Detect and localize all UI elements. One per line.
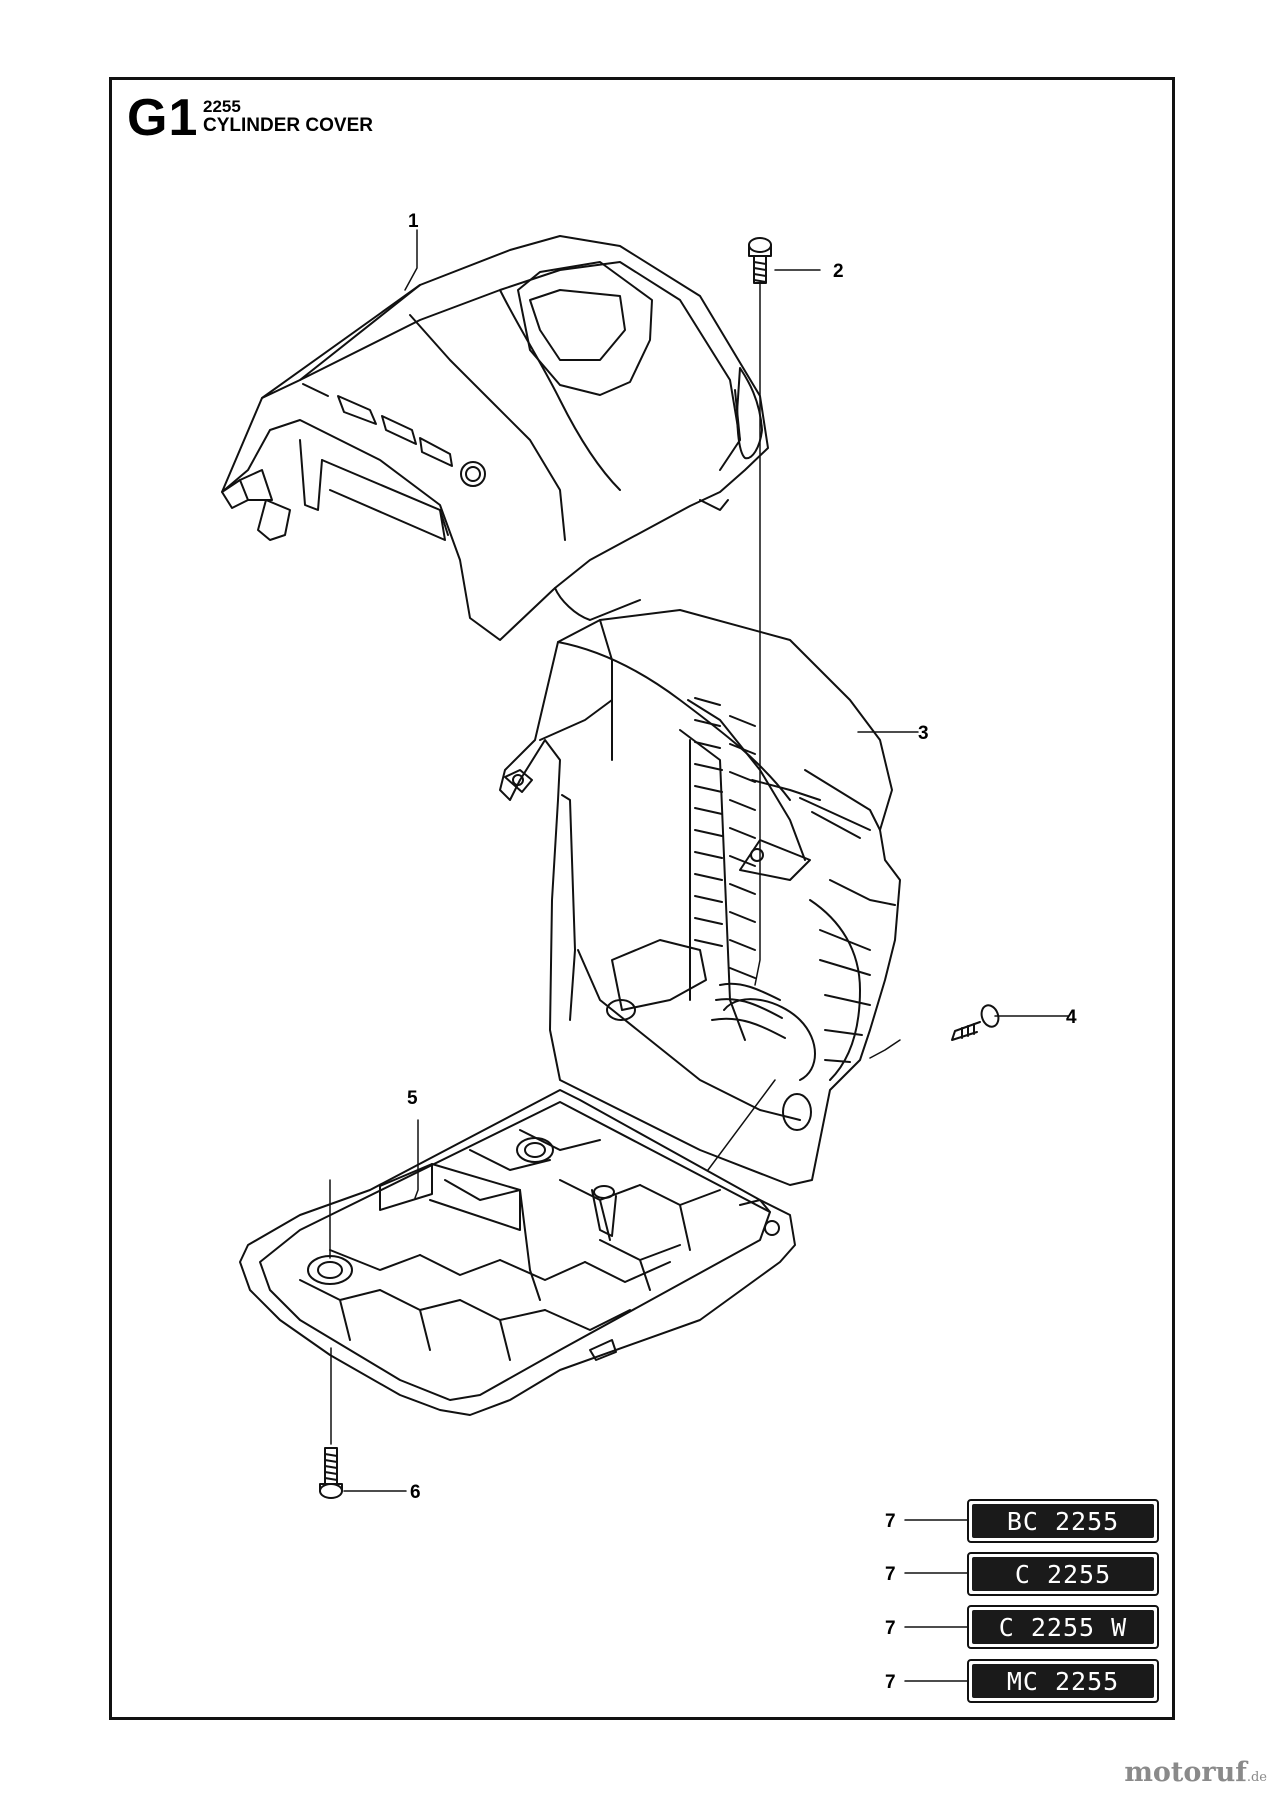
callout-4: 4 <box>1066 1007 1077 1028</box>
callout-6: 6 <box>410 1482 421 1503</box>
decal-text-c: C 2255 <box>1015 1560 1111 1589</box>
part-4-screw[interactable] <box>951 1003 1001 1041</box>
diagram-title: CYLINDER COVER <box>203 115 373 136</box>
callout-3: 3 <box>918 723 929 744</box>
decal-text-mc: MC 2255 <box>1007 1667 1119 1696</box>
callout-7d: 7 <box>885 1672 896 1693</box>
part-6-screw[interactable] <box>319 1447 343 1499</box>
part-5-bottom-cover[interactable] <box>239 1089 796 1416</box>
callout-7a: 7 <box>885 1511 896 1532</box>
diagram-frame <box>109 77 1175 1720</box>
callout-2: 2 <box>833 261 844 282</box>
leader-lines <box>329 229 1069 1682</box>
callout-numbers: 1 2 3 4 5 6 7 7 7 7 <box>407 211 1077 1693</box>
decal-c: C 2255 <box>967 1552 1159 1596</box>
callout-5: 5 <box>407 1088 418 1109</box>
watermark-logo: motoruf.de <box>1124 1757 1267 1788</box>
decal-mc: MC 2255 <box>967 1659 1159 1703</box>
decal-cw: C 2255 W <box>967 1605 1159 1649</box>
watermark-text: motoruf <box>1124 1757 1247 1788</box>
model-number: 2255 <box>203 97 241 116</box>
callout-7c: 7 <box>885 1618 896 1639</box>
decal-bc: BC 2255 <box>967 1499 1159 1543</box>
watermark-suffix: .de <box>1246 1770 1267 1785</box>
part-2-screw[interactable] <box>748 237 772 284</box>
part-1-top-cover[interactable] <box>221 235 769 641</box>
decal-text-cw: C 2255 W <box>999 1613 1127 1642</box>
decal-text-bc: BC 2255 <box>1007 1507 1119 1536</box>
callout-7b: 7 <box>885 1564 896 1585</box>
decal-plates: BC 2255 C 2255 C 2255 W MC 2255 <box>967 1499 1159 1703</box>
part-3-cylinder-shroud[interactable] <box>499 609 901 1186</box>
callout-1: 1 <box>408 211 419 232</box>
section-code: G1 <box>127 89 199 147</box>
